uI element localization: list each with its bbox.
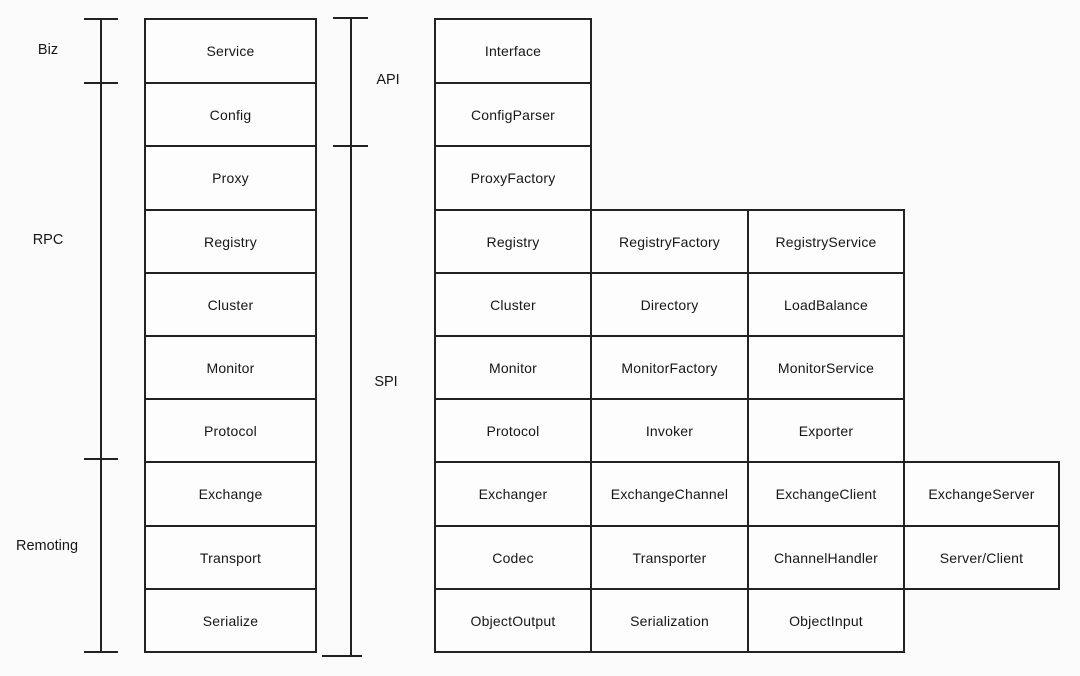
interface-box-monitorservice: MonitorService xyxy=(747,335,905,400)
module-box-exchange: Exchange xyxy=(144,461,317,527)
interface-box-codec: Codec xyxy=(434,525,592,590)
module-box-config: Config xyxy=(144,82,317,147)
module-box-monitor: Monitor xyxy=(144,335,317,400)
module-box-cluster: Cluster xyxy=(144,272,317,337)
interface-box-server-client: Server/Client xyxy=(903,525,1060,590)
scopes-bracket-line xyxy=(350,17,352,657)
interface-box-exchanger: Exchanger xyxy=(434,461,592,527)
scope-label-api: API xyxy=(376,72,400,88)
interface-box-proxyfactory: ProxyFactory xyxy=(434,145,592,211)
layer-label-rpc: RPC xyxy=(32,232,64,248)
interface-box-exchangechannel: ExchangeChannel xyxy=(590,461,749,527)
module-box-serialize: Serialize xyxy=(144,588,317,653)
scopes-bracket-tick-api-spi xyxy=(333,145,368,147)
interface-box-protocol: Protocol xyxy=(434,398,592,463)
interface-box-interface: Interface xyxy=(434,18,592,84)
interface-box-configparser: ConfigParser xyxy=(434,82,592,147)
interface-box-channelhandler: ChannelHandler xyxy=(747,525,905,590)
module-box-registry: Registry xyxy=(144,209,317,274)
interface-box-directory: Directory xyxy=(590,272,749,337)
interface-box-invoker: Invoker xyxy=(590,398,749,463)
layers-bracket-tick-rpc-remoting xyxy=(84,458,118,460)
interface-box-loadbalance: LoadBalance xyxy=(747,272,905,337)
layer-label-biz: Biz xyxy=(37,42,59,58)
layers-bracket-line xyxy=(100,18,102,653)
scope-label-spi: SPI xyxy=(374,374,398,390)
interface-box-exchangeclient: ExchangeClient xyxy=(747,461,905,527)
interface-box-exporter: Exporter xyxy=(747,398,905,463)
module-box-service: Service xyxy=(144,18,317,84)
interface-box-registry: Registry xyxy=(434,209,592,274)
interface-box-registryservice: RegistryService xyxy=(747,209,905,274)
module-box-transport: Transport xyxy=(144,525,317,590)
layer-label-remoting: Remoting xyxy=(15,538,79,554)
layers-bracket-tick-biz-rpc xyxy=(84,82,118,84)
interface-box-cluster: Cluster xyxy=(434,272,592,337)
interface-box-monitorfactory: MonitorFactory xyxy=(590,335,749,400)
interface-box-objectinput: ObjectInput xyxy=(747,588,905,653)
scopes-bracket-tick-bottom xyxy=(322,655,362,657)
scopes-bracket-tick-top xyxy=(333,17,368,19)
layers-bracket-tick-top xyxy=(84,18,118,20)
interface-box-transporter: Transporter xyxy=(590,525,749,590)
interface-box-exchangeserver: ExchangeServer xyxy=(903,461,1060,527)
interface-box-monitor: Monitor xyxy=(434,335,592,400)
interface-box-objectoutput: ObjectOutput xyxy=(434,588,592,653)
module-box-protocol: Protocol xyxy=(144,398,317,463)
interface-box-registryfactory: RegistryFactory xyxy=(590,209,749,274)
interface-box-serialization: Serialization xyxy=(590,588,749,653)
module-box-proxy: Proxy xyxy=(144,145,317,211)
layers-bracket-tick-bottom xyxy=(84,651,118,653)
